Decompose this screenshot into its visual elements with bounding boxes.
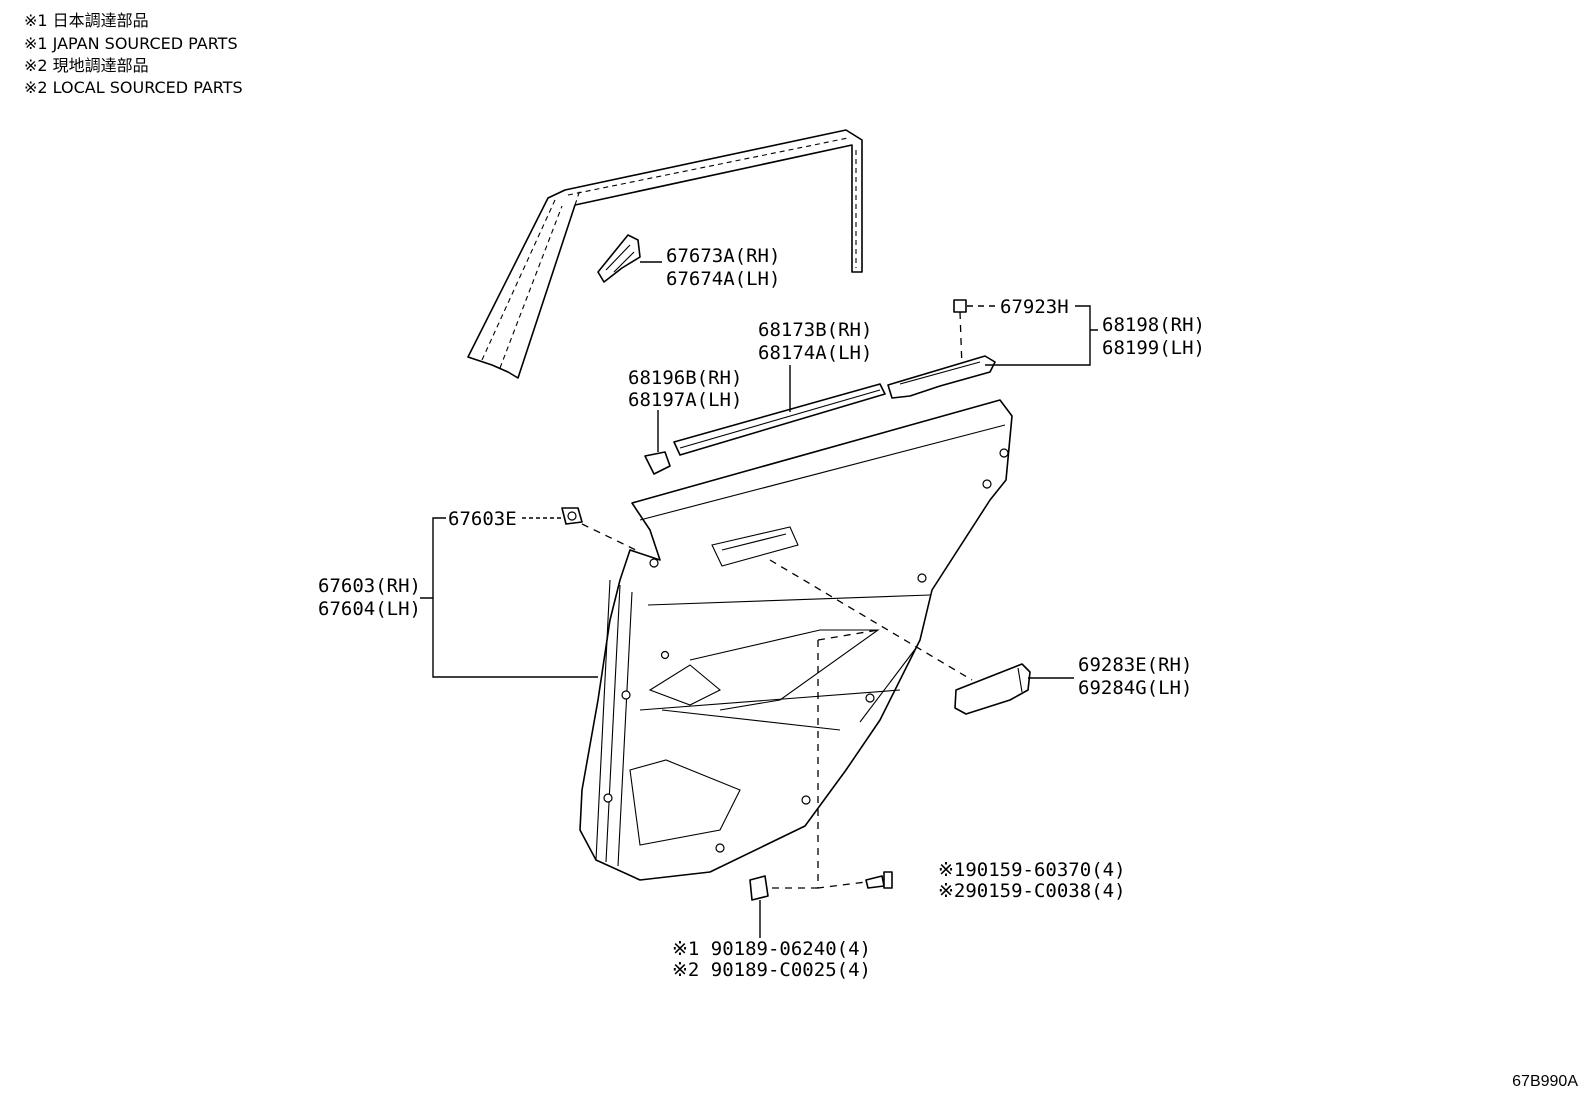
label-69283: 69283E(RH)	[1078, 654, 1192, 676]
label-67603e: 67603E	[448, 508, 517, 530]
label-68173: 68173B(RH)	[758, 319, 872, 341]
label-clip-2: ※2 90189-C0025(4)	[672, 959, 871, 981]
label-67603: 67603(RH)	[318, 575, 421, 597]
note-japan-jp: ※1 日本調達部品	[24, 11, 149, 30]
label-67604: 67604(LH)	[318, 598, 421, 620]
door-frame-weatherstrip[interactable]	[467, 129, 863, 379]
belt-moulding-68173[interactable]	[673, 383, 886, 456]
leader-68198	[985, 305, 1098, 366]
dash-69283	[769, 559, 973, 681]
door-trim-panel[interactable]	[579, 399, 1013, 881]
clip-90189[interactable]	[749, 875, 769, 901]
clip-67603e[interactable]	[561, 507, 583, 525]
clip-67923[interactable]	[953, 299, 967, 313]
note-local-en: ※2 LOCAL SOURCED PARTS	[24, 78, 243, 97]
dash-67923	[959, 311, 963, 369]
dash-67603e	[581, 523, 641, 553]
label-68196: 68196B(RH)	[628, 367, 742, 389]
screw-90159[interactable]	[865, 871, 893, 889]
label-68197: 68197A(LH)	[628, 389, 742, 411]
label-68199: 68199(LH)	[1102, 337, 1205, 359]
label-screw-1: ※190159-60370(4)	[938, 859, 1126, 881]
bracket-68198[interactable]	[887, 355, 996, 399]
note-japan-en: ※1 JAPAN SOURCED PARTS	[24, 34, 238, 53]
diagram-id: 67B990A	[1512, 1073, 1578, 1090]
cover-69283[interactable]	[954, 663, 1031, 715]
leader-67603	[420, 517, 598, 678]
label-68174: 68174A(LH)	[758, 342, 872, 364]
pad-67673[interactable]	[597, 234, 641, 283]
note-local-jp: ※2 現地調達部品	[24, 56, 149, 75]
dash-upper	[817, 629, 879, 641]
label-67673: 67673A(RH)	[666, 245, 780, 267]
label-67923: 67923H	[1000, 296, 1069, 318]
label-68198: 68198(RH)	[1102, 314, 1205, 336]
label-clip-1: ※1 90189-06240(4)	[672, 938, 871, 960]
end-cap-68196[interactable]	[644, 451, 671, 475]
label-67674: 67674A(LH)	[666, 268, 780, 290]
label-screw-2: ※290159-C0038(4)	[938, 880, 1126, 902]
label-69284: 69284G(LH)	[1078, 677, 1192, 699]
